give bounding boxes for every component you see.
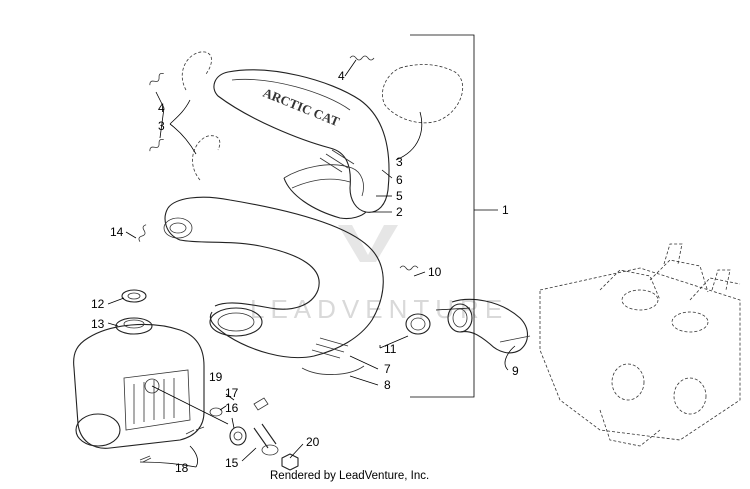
callout-9: 9 [512, 364, 519, 378]
callout-20: 20 [306, 435, 320, 449]
callout-18: 18 [175, 461, 189, 475]
callout-6: 6 [396, 173, 403, 187]
assembly-bracket [410, 34, 475, 398]
callout-12: 12 [91, 297, 105, 311]
callout-14: 14 [110, 225, 124, 239]
heat-shield-part: ARCTIC CAT [213, 69, 390, 220]
callout-13: 13 [91, 317, 105, 331]
callout-19: 19 [209, 370, 223, 384]
callout-17: 17 [225, 386, 239, 400]
callout-labels: 1 2 3 3 4 4 5 6 7 8 9 10 11 12 13 14 15 … [91, 69, 519, 475]
callout-2: 2 [396, 205, 403, 219]
callout-16: 16 [225, 401, 239, 415]
credit-text: Rendered by LeadVenture, Inc. [270, 470, 430, 482]
callout-1: 1 [502, 203, 509, 217]
callout-15: 15 [225, 456, 239, 470]
callout-10: 10 [428, 265, 442, 279]
heat-shield-logo: ARCTIC CAT [261, 85, 342, 129]
expansion-chamber-part [163, 196, 384, 375]
exhaust-manifold-part [405, 298, 531, 354]
hardware-part [209, 397, 299, 471]
leader-lines [107, 59, 516, 468]
callout-4b: 4 [158, 101, 165, 115]
engine-part [539, 243, 741, 447]
callout-4a: 4 [338, 69, 345, 83]
callout-5: 5 [396, 189, 403, 203]
gasket-part [121, 289, 147, 303]
callout-3b: 3 [396, 155, 403, 169]
spring-part [138, 55, 419, 271]
spring-chain-part [181, 51, 464, 181]
callout-7: 7 [384, 362, 391, 376]
callout-8: 8 [384, 378, 391, 392]
callout-11: 11 [384, 342, 397, 356]
callout-3a: 3 [158, 119, 165, 133]
muffler-part [73, 317, 205, 463]
